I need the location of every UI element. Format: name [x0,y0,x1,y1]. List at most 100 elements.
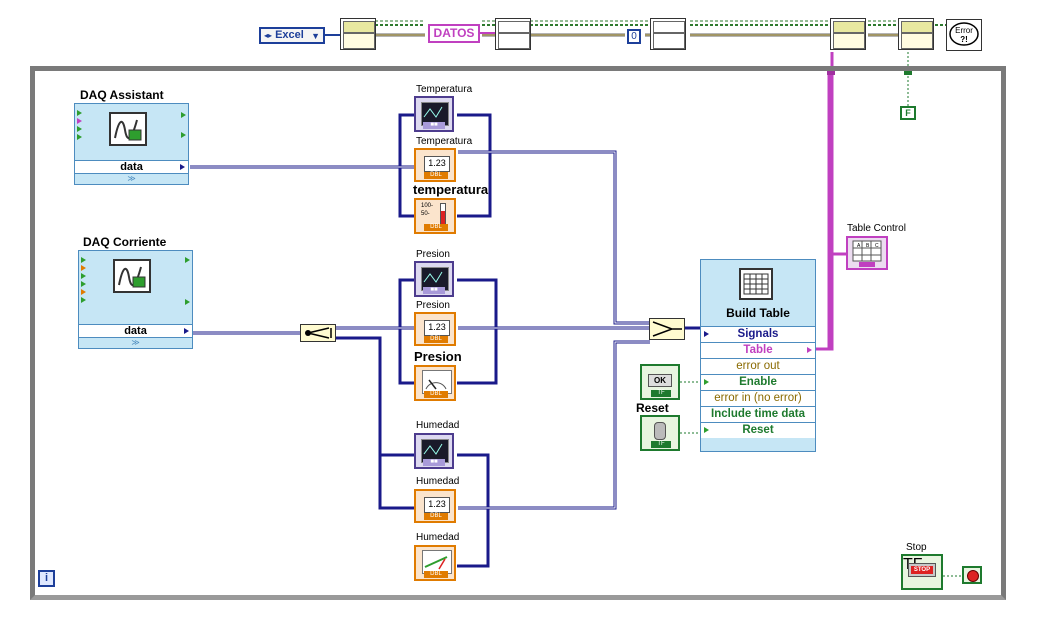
humedad-numeric-label: Humedad [416,476,460,487]
reset-label: Reset [636,401,669,415]
numeric-display: 1.23 [424,156,450,172]
array-icon [653,21,685,33]
signals-terminal[interactable]: Signals [701,326,815,342]
gauge-dial-icon [422,370,452,394]
error-out-terminal[interactable]: error out [701,358,815,374]
svg-text:B: B [866,243,870,249]
stop-condition-icon [967,570,979,582]
temperatura-graph-label: Temperatura [416,84,473,95]
stop-button-face: STOP [908,563,936,577]
datos-string-constant[interactable]: DATOS [428,24,480,43]
iteration-terminal: i [38,570,55,587]
table-control-label: Table Control [847,223,906,234]
temperatura-thermometer-indicator[interactable]: 100- 50- DBL [414,198,456,234]
open-file-icon [343,33,375,49]
thermometer-icon [440,203,446,225]
file-icon [833,21,865,33]
daq-assistant-data-terminal[interactable]: data [75,160,188,174]
temperatura-waveform-graph[interactable]: ■■ [414,96,454,132]
numeric-display: 1.23 [424,320,450,336]
tf-tag: TF [651,390,671,397]
graph-type-tag: ■■ [423,287,445,294]
error-handler-vi[interactable]: Error ?! [946,19,982,51]
temperatura-thermometer-label: temperatura [413,182,489,197]
stop-label: Stop [906,542,927,553]
reset-toggle-control[interactable]: TF [640,415,680,451]
dbl-tag: DBL [424,391,448,398]
temperatura-numeric-indicator[interactable]: 1.23 DBL [414,148,456,182]
dbl-tag: DBL [424,336,448,343]
daq-corriente-data-terminal[interactable]: data [79,324,192,338]
daq-assistant-express-vi[interactable]: data ≫ [74,103,189,185]
svg-text:?!: ?! [960,35,968,44]
error-in-terminal[interactable]: error in (no error) [701,390,815,406]
expand-chevron-icon[interactable]: ≫ [131,338,140,347]
format-table-vi[interactable] [495,18,531,50]
svg-text:A: A [857,243,861,249]
split-signals-node[interactable] [300,324,336,342]
presion-numeric-label: Presion [416,300,450,311]
error-bubble-icon: Error ?! [949,22,979,46]
presion-waveform-graph[interactable]: ■■ [414,261,454,297]
ok-button-face: OK [648,374,672,387]
close-file-vi[interactable] [898,18,934,50]
reset-terminal[interactable]: Reset [701,422,815,438]
daq-assistant-title: DAQ Assistant [80,88,164,102]
open-file-vi[interactable] [340,18,376,50]
daq-device-icon [113,259,151,293]
graph-type-tag: ■■ [423,459,445,466]
file-icon [901,21,933,33]
presion-graph-label: Presion [416,249,450,260]
graph-type-tag: ■■ [423,122,445,129]
humedad-numeric-indicator[interactable]: 1.23 DBL [414,489,456,523]
meter-dial-icon [422,550,452,574]
excel-ring-constant[interactable]: ◂▸ Excel ▼ [259,27,325,44]
false-constant[interactable]: F [900,106,916,120]
error-text: Error [955,26,973,35]
expand-chevron-icon[interactable]: ≫ [127,174,136,183]
humedad-graph-label: Humedad [416,420,460,431]
presion-numeric-indicator[interactable]: 1.23 DBL [414,312,456,346]
numeric-display: 1.23 [424,497,450,513]
dbl-tag: DBL [424,571,448,578]
include-time-data-terminal[interactable]: Include time data [701,406,815,422]
split-icon [305,327,332,339]
table-icon [498,21,530,33]
enable-terminal[interactable]: Enable [701,374,815,390]
dbl-tag: DBL [424,513,448,520]
table-grid-icon [739,268,773,300]
loop-condition-terminal[interactable] [962,566,982,584]
table-wire [816,52,846,351]
humedad-meter-indicator[interactable]: DBL [414,545,456,581]
daq-corriente-express-vi[interactable]: data ≫ [78,250,193,349]
close-file-icon [901,33,933,49]
daq-corriente-title: DAQ Corriente [83,235,167,249]
write-table-vi[interactable] [830,18,866,50]
merge-signals-node[interactable] [649,318,685,340]
stop-button-control[interactable]: STOP TF [901,554,943,590]
ring-arrows-icon: ◂▸ [264,31,273,40]
humedad-meter-label: Humedad [416,532,460,543]
svg-text:C: C [875,243,879,249]
table-terminal[interactable]: Table [701,342,815,358]
build-table-express-vi[interactable]: Build Table Signals Table error out Enab… [700,259,816,452]
grid-icon [653,33,685,49]
dbl-tag: DBL [424,224,448,231]
daq-device-icon [109,112,147,146]
humedad-waveform-graph[interactable]: ■■ [414,433,454,469]
file-error-wire [375,20,946,26]
merge-icon [652,321,682,337]
presion-gauge-indicator[interactable]: DBL [414,365,456,401]
zero-numeric-constant[interactable]: 0 [627,29,641,44]
file-icon [343,21,375,33]
toggle-switch-icon [654,422,666,440]
write-table-icon [833,33,865,49]
dropdown-icon: ▼ [311,31,320,41]
ok-button-control[interactable]: OK TF [640,364,680,400]
while-loop [30,66,1006,600]
thermo-scale: 100- 50- [421,203,434,217]
array-to-table-vi[interactable] [650,18,686,50]
